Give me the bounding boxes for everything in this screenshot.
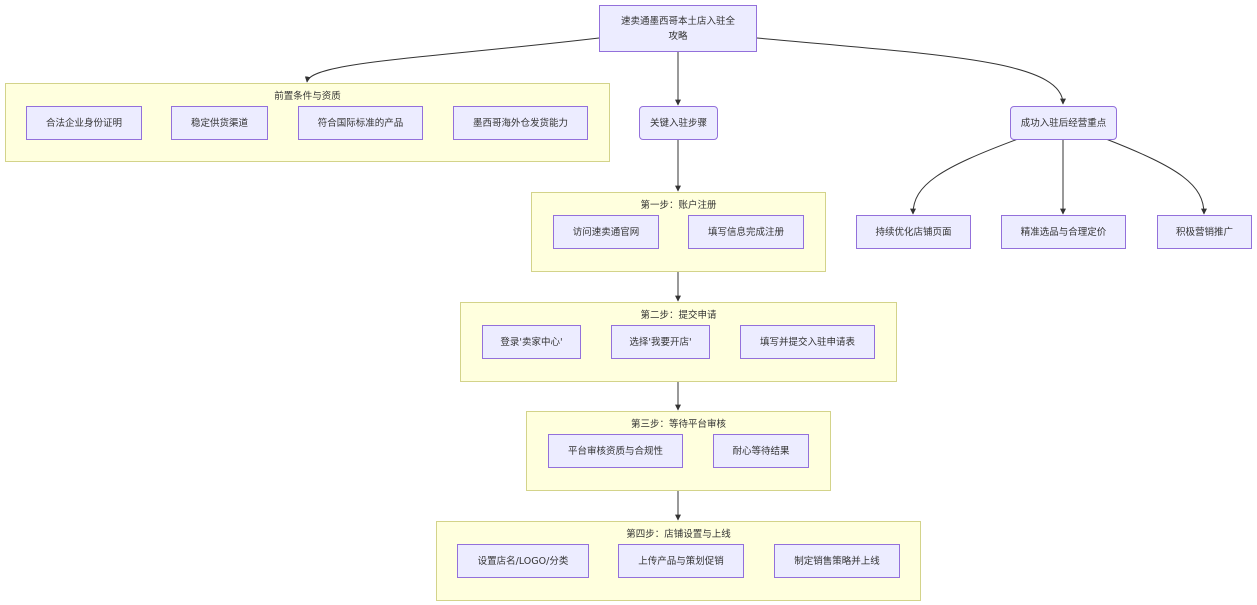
step2-item-login: 登录'卖家中心'	[482, 325, 581, 359]
step-item-label: 填写信息完成注册	[707, 226, 784, 238]
ops-node: 成功入驻后经营重点	[1010, 106, 1117, 140]
edge-ops-to-item1	[910, 138, 1019, 215]
prereq-item-label: 合法企业身份证明	[45, 117, 122, 129]
root-title-line1: 速卖通墨西哥本土店入驻全	[620, 15, 735, 27]
prereq-group-title: 前置条件与资质	[274, 91, 341, 102]
step-item-label: 访问速卖通官网	[572, 226, 640, 238]
prereq-item-supply: 稳定供货渠道	[171, 106, 268, 140]
step1-item-visit-site: 访问速卖通官网	[553, 215, 659, 249]
root-title-line2: 攻略	[668, 30, 688, 42]
step1-item-register: 填写信息完成注册	[688, 215, 804, 249]
step2-group-title: 第二步：提交申请	[640, 310, 717, 321]
prereq-item-label: 稳定供货渠道	[190, 117, 248, 129]
step3-item-review: 平台审核资质与合规性	[548, 434, 683, 468]
step-item-label: 制定销售策略并上线	[794, 555, 880, 567]
edge-root-to-prereq	[304, 37, 600, 83]
prereq-item-legal-id: 合法企业身份证明	[26, 106, 142, 140]
ops-node-label: 成功入驻后经营重点	[1020, 117, 1107, 129]
step3-item-wait: 耐心等待结果	[713, 434, 809, 468]
ops-item-label: 精准选品与合理定价	[1020, 226, 1107, 238]
ops-item-label: 积极营销推广	[1175, 226, 1233, 238]
root-node: 速卖通墨西哥本土店入驻全 攻略	[599, 5, 757, 52]
steps-node: 关键入驻步骤	[639, 106, 718, 140]
step2-item-open-store: 选择'我要开店'	[611, 325, 710, 359]
step4-item-store-setup: 设置店名/LOGO/分类	[457, 544, 589, 578]
step-item-label: 耐心等待结果	[732, 445, 790, 457]
step-item-label: 登录'卖家中心'	[500, 336, 563, 348]
step4-group-title: 第四步：店铺设置与上线	[626, 529, 731, 540]
prereq-item-warehouse: 墨西哥海外仓发货能力	[453, 106, 588, 140]
edge-ops-to-item3	[1105, 138, 1207, 215]
step-item-label: 设置店名/LOGO/分类	[477, 555, 569, 567]
step1-group-title: 第一步：账户注册	[640, 200, 717, 211]
ops-item-selection-pricing: 精准选品与合理定价	[1001, 215, 1126, 249]
prereq-item-label: 符合国际标准的产品	[317, 117, 404, 129]
step-item-label: 平台审核资质与合规性	[567, 445, 663, 457]
edge-root-to-ops	[756, 37, 1066, 105]
step4-item-strategy-launch: 制定销售策略并上线	[774, 544, 900, 578]
step-item-label: 填写并提交入驻申请表	[759, 336, 855, 348]
step-item-label: 选择'我要开店'	[629, 336, 692, 348]
step2-item-submit-form: 填写并提交入驻申请表	[740, 325, 875, 359]
step4-item-upload-products: 上传产品与策划促销	[618, 544, 744, 578]
ops-item-optimize-page: 持续优化店铺页面	[856, 215, 971, 249]
step-item-label: 上传产品与策划促销	[638, 555, 724, 567]
ops-item-marketing: 积极营销推广	[1157, 215, 1252, 249]
ops-item-label: 持续优化店铺页面	[875, 226, 952, 238]
steps-node-label: 关键入驻步骤	[649, 117, 707, 129]
prereq-item-label: 墨西哥海外仓发货能力	[472, 117, 568, 129]
step3-group-title: 第三步：等待平台审核	[630, 419, 726, 430]
prereq-item-standard-products: 符合国际标准的产品	[298, 106, 423, 140]
